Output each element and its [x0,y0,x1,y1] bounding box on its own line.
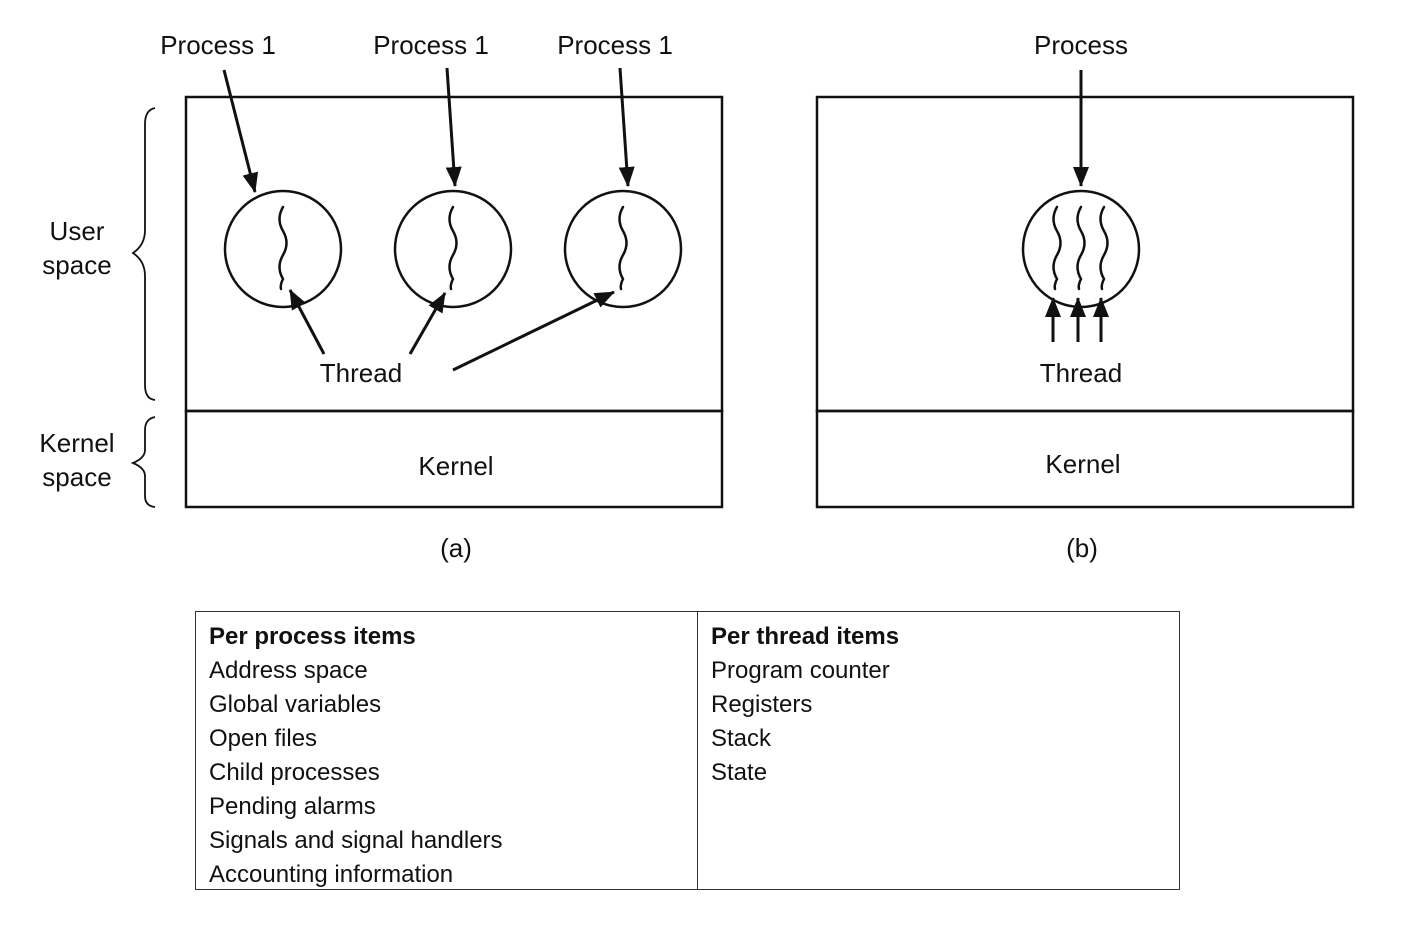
process-label-b: Process [1034,30,1128,60]
thread-wave-a2 [448,205,458,291]
thread-wave-b3 [1099,205,1109,291]
caption-a: (a) [440,533,472,563]
process-circle-a3 [563,189,683,309]
per-process-item: Open files [209,725,318,752]
per-process-item: Accounting information [209,861,454,888]
thread-arrow-a1 [288,289,326,355]
thread-arrow-a2 [408,292,447,355]
per-process-item: Global variables [209,691,382,718]
caption-b: (b) [1066,533,1098,563]
process-label-a1: Process 1 [160,30,276,60]
thread-label-a: Thread [320,358,402,388]
thread-wave-b2 [1076,205,1086,291]
thread-wave-a1 [278,205,288,291]
kernel-box-a [184,409,724,509]
per-thread-item: Stack [711,725,772,752]
thread-label-b: Thread [1040,358,1122,388]
figure-a: Process 1 Process 1 Process 1 Thread Ker… [160,30,724,563]
thread-arrow-a3 [452,290,615,372]
per-thread-header: Per thread items [711,623,900,650]
process-arrow-a3 [618,67,635,187]
process-label-a2: Process 1 [373,30,489,60]
process-circle-a1 [223,189,343,309]
per-process-item: Child processes [209,759,380,786]
kernel-label-b: Kernel [1045,449,1120,479]
threads-diagram: User space Kernel space Process 1 Proces… [39,30,1355,563]
per-thread-column: Per thread items Program counter Registe… [698,612,1179,889]
process-label-a3: Process 1 [557,30,673,60]
per-process-column: Per process items Address space Global v… [196,612,698,889]
kernel-box-b [815,409,1355,509]
user-space-brace [131,107,156,401]
per-thread-item: State [711,759,768,786]
items-table: Per process items Address space Global v… [195,611,1180,890]
kernel-label-a: Kernel [418,451,493,481]
process-arrow-a2 [445,67,462,187]
per-process-item: Signals and signal handlers [209,827,503,854]
thread-wave-a3 [618,205,628,291]
per-thread-item: Program counter [711,657,890,684]
thread-wave-b1 [1052,205,1062,291]
per-process-header: Per process items [209,623,416,650]
process-circle-a2 [393,189,513,309]
kernel-space-label-line1: Kernel [39,428,114,458]
figure-b: Process Thread Kernel (b) [815,30,1355,563]
per-thread-item: Registers [711,691,813,718]
per-process-item: Address space [209,657,368,684]
user-space-label-line1: User [50,216,105,246]
kernel-space-label-line2: space [42,462,111,492]
per-process-item: Pending alarms [209,793,376,820]
process-arrow-a1 [222,69,259,193]
kernel-space-brace [130,416,156,508]
user-space-label-line2: space [42,250,111,280]
